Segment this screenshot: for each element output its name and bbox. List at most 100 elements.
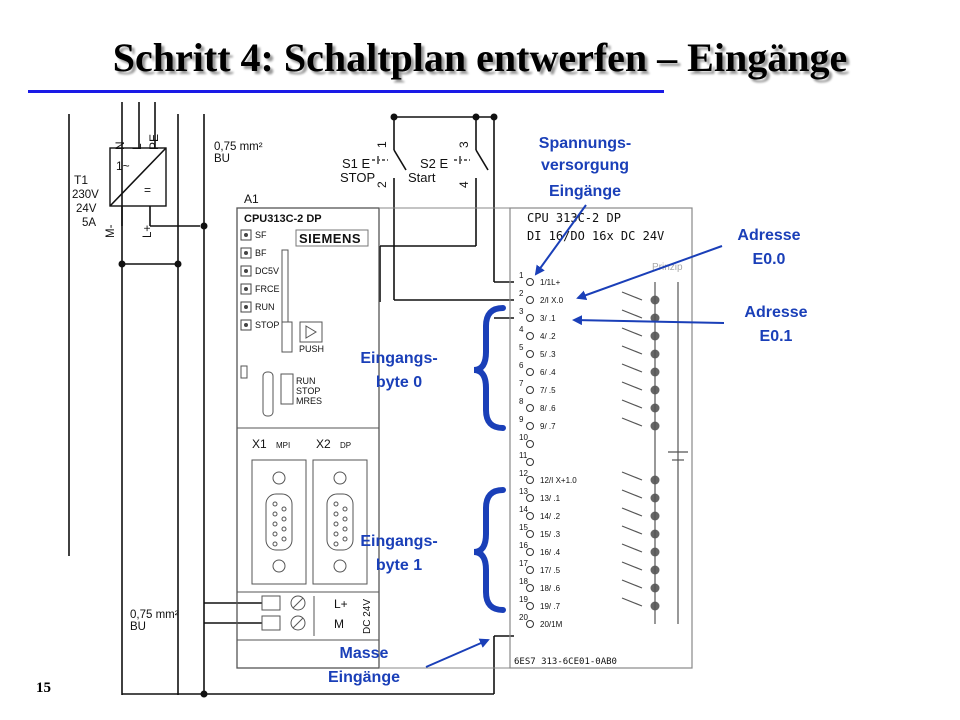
- wire-spec-bottom: 0,75 mm²: [130, 609, 179, 621]
- terminal-number: 14: [519, 505, 528, 514]
- supply-rails: [68, 102, 494, 695]
- supply-rating: DC 24V: [362, 599, 373, 634]
- io-header-1: CPU 313C-2 DP: [527, 211, 621, 225]
- port-x2-sub: DP: [340, 441, 351, 450]
- port-x1-name: X1: [252, 437, 267, 451]
- annotations: Spannungs- versorgung Eingänge Adresse E…: [328, 135, 808, 686]
- label-eingangsbyte1-1: Eingangs-: [360, 533, 437, 550]
- terminal-label: 5/ .3: [540, 350, 556, 359]
- label-eingangsbyte0-2: byte 0: [376, 374, 422, 391]
- mode-mres: MRES: [296, 396, 322, 406]
- input-contact: [621, 291, 643, 301]
- input-contact: [621, 561, 643, 571]
- switch-s2-label: S2 E: [420, 156, 449, 171]
- input-contact: [621, 417, 643, 427]
- label-spannung-1: Spannungs-: [539, 135, 631, 152]
- led-stop: STOP: [255, 320, 279, 330]
- port-x1-sub: MPI: [276, 441, 290, 450]
- terminal-screw: [526, 494, 534, 502]
- io-header-2: DI 16/DO 16x DC 24V: [527, 229, 664, 243]
- terminal-label: 20/1M: [540, 620, 563, 629]
- io-module: CPU 313C-2 DP DI 16/DO 16x DC 24V Prinzi…: [379, 207, 693, 669]
- supply-rating-3: 5A: [82, 217, 96, 229]
- input-contact: [621, 381, 643, 391]
- terminal-number: 12: [519, 469, 528, 478]
- label-masse-2: Eingänge: [328, 669, 400, 686]
- led-frce: FRCE: [255, 284, 280, 294]
- cpu-module: A1 CPU313C-2 DP SIEMENS SF BF DC5V FRCE …: [236, 192, 380, 669]
- terminal-screw: [526, 512, 534, 520]
- terminal-screw: [526, 404, 534, 412]
- label-eingangsbyte1-2: byte 1: [376, 557, 422, 574]
- switch-s2-terminal-3: 3: [457, 141, 471, 148]
- terminal-number: 16: [519, 541, 528, 550]
- label-adresse-e01-1: Adresse: [744, 304, 807, 321]
- io-contact-column: [621, 282, 688, 624]
- terminal-label: 19/ .7: [540, 602, 561, 611]
- terminal-screw: [526, 566, 534, 574]
- title-underline: [28, 90, 664, 93]
- arrow-e00: [576, 245, 723, 300]
- power-supply: N L PE 1~ = T1 230V 24V 5A M- L+ 0,75 mm…: [72, 134, 263, 633]
- input-contact: [621, 597, 643, 607]
- terminal-screw: [526, 386, 534, 394]
- input-contact: [621, 525, 643, 535]
- push-label: PUSH: [299, 344, 324, 354]
- supply-name: T1: [74, 173, 88, 187]
- input-contact: [621, 543, 643, 553]
- terminal-number: 11: [519, 451, 528, 460]
- supply-term-m: M: [334, 617, 344, 631]
- arrow-spannung: [534, 204, 587, 276]
- led-run: RUN: [255, 302, 275, 312]
- switch-s1-state: STOP: [340, 170, 375, 185]
- label-spannung-3: Eingänge: [549, 183, 621, 200]
- terminal-screw: [526, 368, 534, 376]
- terminal-number: 7: [519, 379, 524, 388]
- terminal-number: 6: [519, 361, 524, 370]
- switch-s2-terminal-4: 4: [457, 181, 471, 188]
- terminal-label: 17/ .5: [540, 566, 561, 575]
- terminal-screw: [526, 620, 534, 628]
- terminal-screw: [526, 296, 534, 304]
- terminal-number: 18: [519, 577, 528, 586]
- terminal-number: 8: [519, 397, 524, 406]
- rail-label-l: L: [130, 143, 144, 150]
- terminal-screw: [526, 476, 534, 484]
- switch-s1-terminal-2: 2: [375, 181, 389, 188]
- label-adresse-e00-1: Adresse: [737, 227, 800, 244]
- terminal-number: 3: [519, 307, 524, 316]
- terminal-number: 17: [519, 559, 528, 568]
- input-contact: [621, 489, 643, 499]
- terminal-screw: [526, 422, 534, 430]
- terminal-number: 9: [519, 415, 524, 424]
- switch-wiring: [379, 116, 514, 694]
- terminal-label: 2/I X.0: [540, 296, 564, 305]
- terminal-number: 5: [519, 343, 524, 352]
- terminal-label: 7/ .5: [540, 386, 556, 395]
- input-contact: [621, 507, 643, 517]
- wire-color-top: BU: [214, 153, 230, 165]
- led-bf: BF: [255, 248, 267, 258]
- terminal-label: 6/ .4: [540, 368, 556, 377]
- terminal-screw: [526, 332, 534, 340]
- input-contact: [621, 579, 643, 589]
- rail-label-pe: PE: [147, 134, 161, 150]
- terminal-number: 20: [519, 613, 528, 622]
- wire-spec-top: 0,75 mm²: [214, 141, 263, 153]
- supply-rating-1: 230V: [72, 189, 99, 201]
- terminal-screw: [526, 548, 534, 556]
- terminal-number: 10: [519, 433, 528, 442]
- led-sf: SF: [255, 230, 267, 240]
- wire-color-bottom: BU: [130, 621, 146, 633]
- page-number: 15: [36, 680, 51, 696]
- rail-label-n: N: [113, 141, 127, 150]
- supply-term-lplus: L+: [334, 597, 348, 611]
- supply-rating-2: 24V: [76, 203, 97, 215]
- label-adresse-e00-2: E0.0: [753, 251, 786, 268]
- mode-run: RUN: [296, 376, 316, 386]
- terminal-label: 3/ .1: [540, 314, 556, 323]
- terminal-number: 19: [519, 595, 528, 604]
- switch-s2-state: Start: [408, 170, 436, 185]
- terminal-label: 4/ .2: [540, 332, 556, 341]
